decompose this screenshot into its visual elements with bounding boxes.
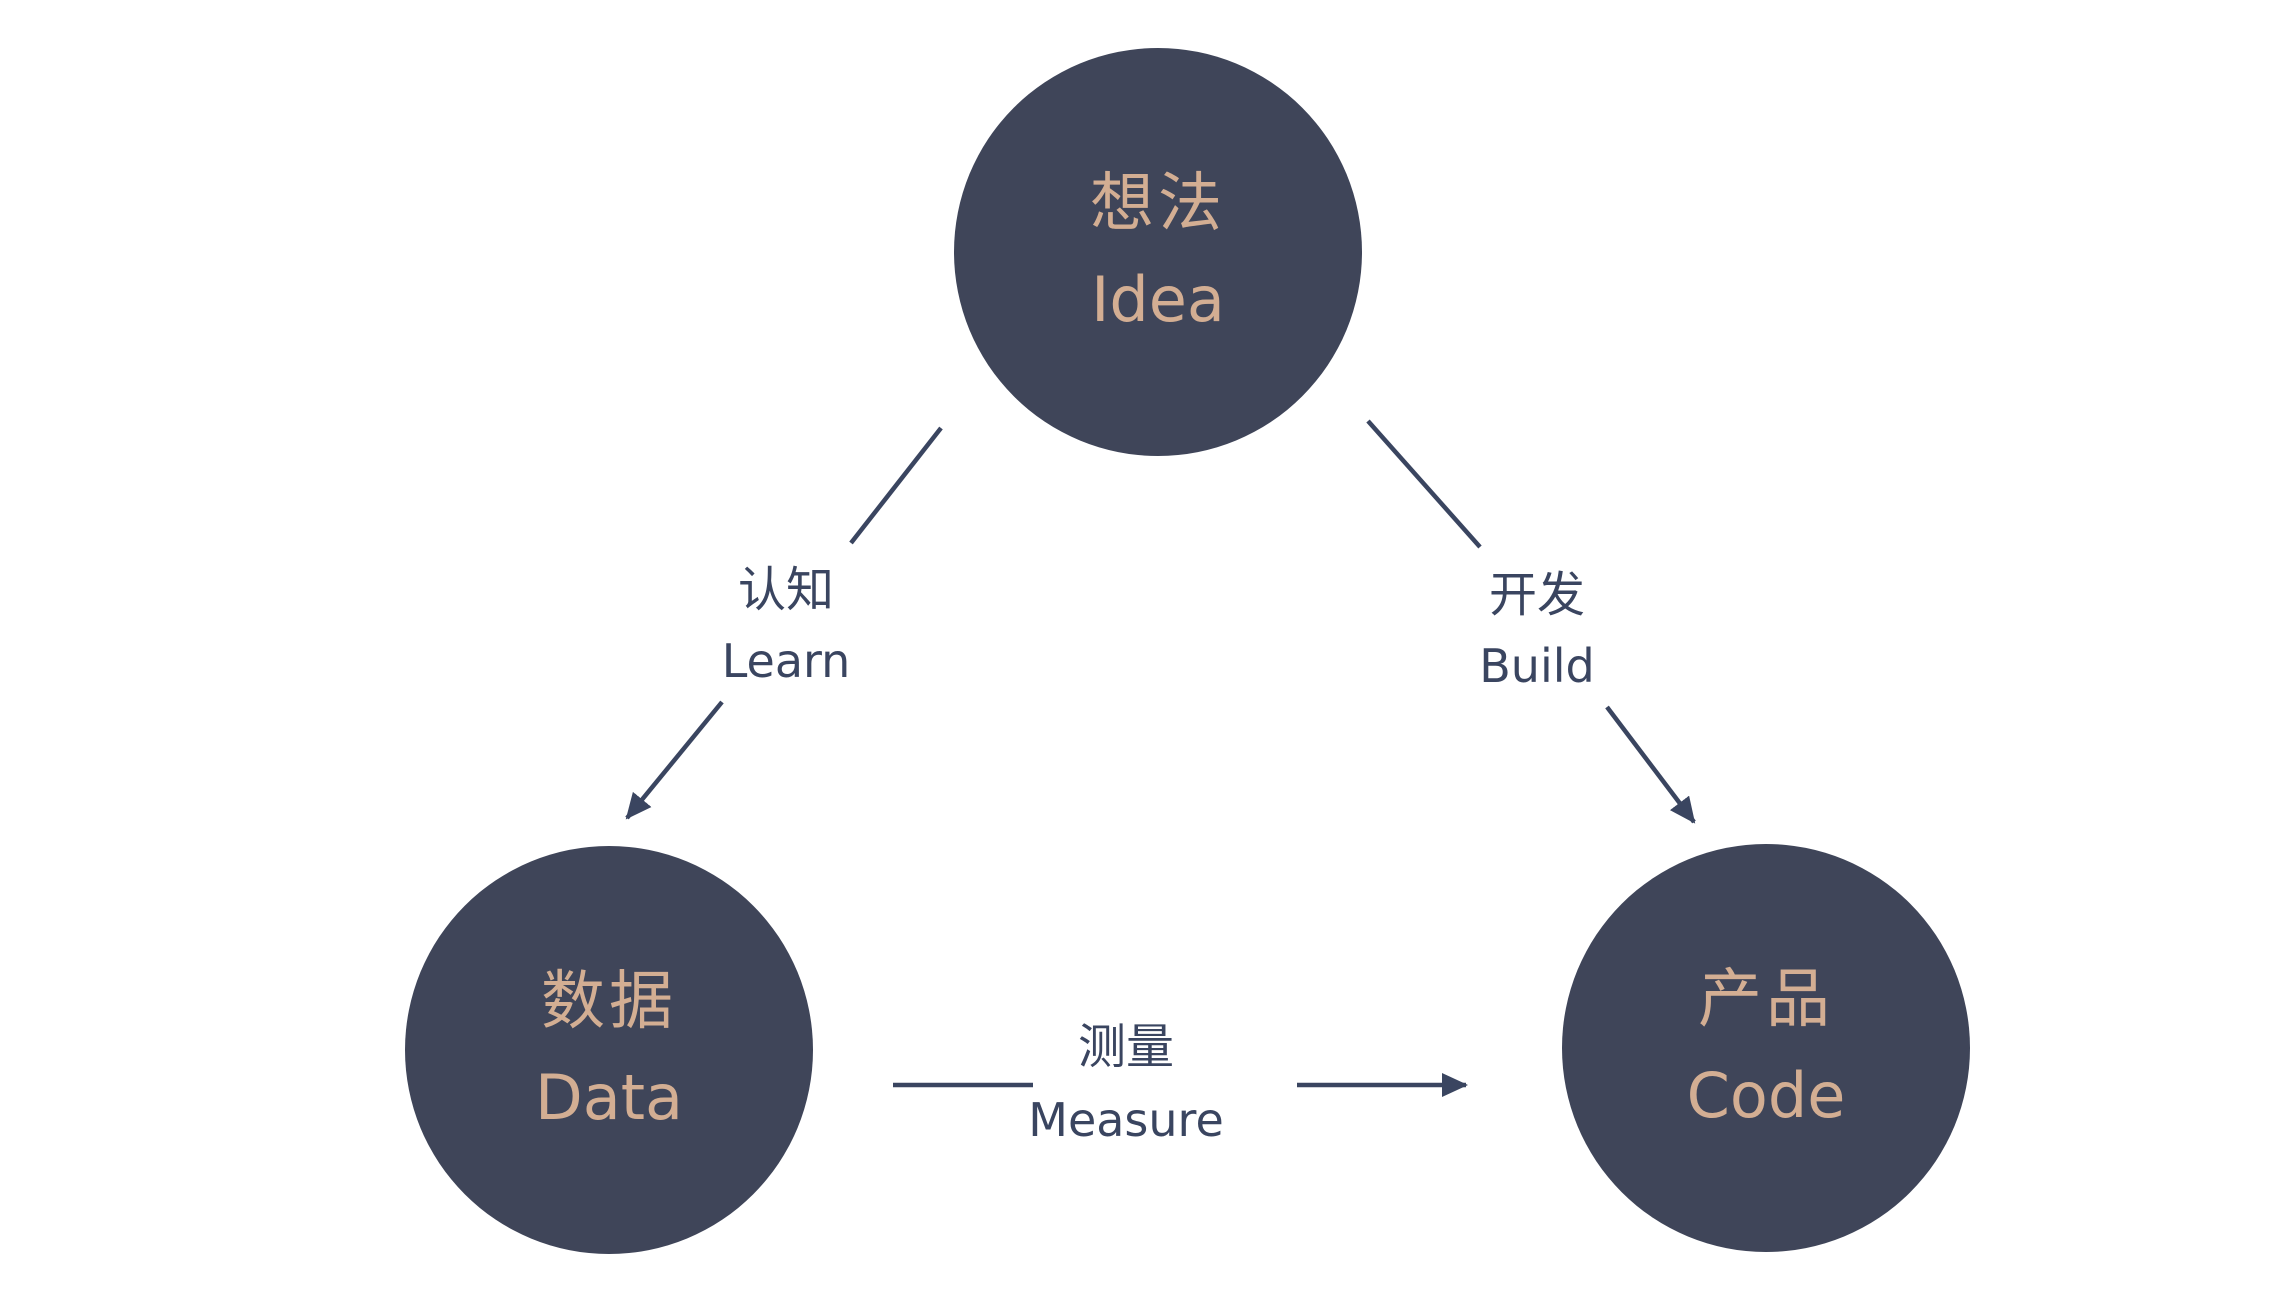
build-arrow-upper-segment <box>1366 419 1482 549</box>
node-code-label-zh: 产品 <box>1698 963 1834 1037</box>
edge-label-measure-en: Measure <box>1028 1093 1224 1147</box>
learn-arrow-lower-segment <box>625 700 724 820</box>
node-data: 数据 Data <box>405 846 813 1254</box>
node-idea-label-en: Idea <box>1091 263 1225 336</box>
node-idea-label-zh: 想法 <box>1090 167 1226 241</box>
node-idea: 想法 Idea <box>954 48 1362 456</box>
edge-label-measure-zh: 测量 <box>1077 1019 1174 1075</box>
learn-arrow-upper-segment <box>849 426 943 545</box>
node-data-label-en: Data <box>534 1061 684 1134</box>
node-data-label-zh: 数据 <box>541 965 677 1039</box>
edge-label-learn: 认知 Learn <box>626 555 946 697</box>
node-code-label-en: Code <box>1686 1059 1846 1132</box>
edge-label-build-zh: 开发 <box>1488 567 1585 623</box>
build-arrow-lower-segment <box>1605 705 1696 824</box>
edge-label-measure: 测量 Measure <box>966 1011 1286 1157</box>
edge-label-build-en: Build <box>1479 639 1595 693</box>
node-code: 产品 Code <box>1562 844 1970 1252</box>
edge-label-learn-en: Learn <box>721 634 851 688</box>
edge-label-build: 开发 Build <box>1377 560 1697 702</box>
edge-label-learn-zh: 认知 <box>737 562 834 618</box>
